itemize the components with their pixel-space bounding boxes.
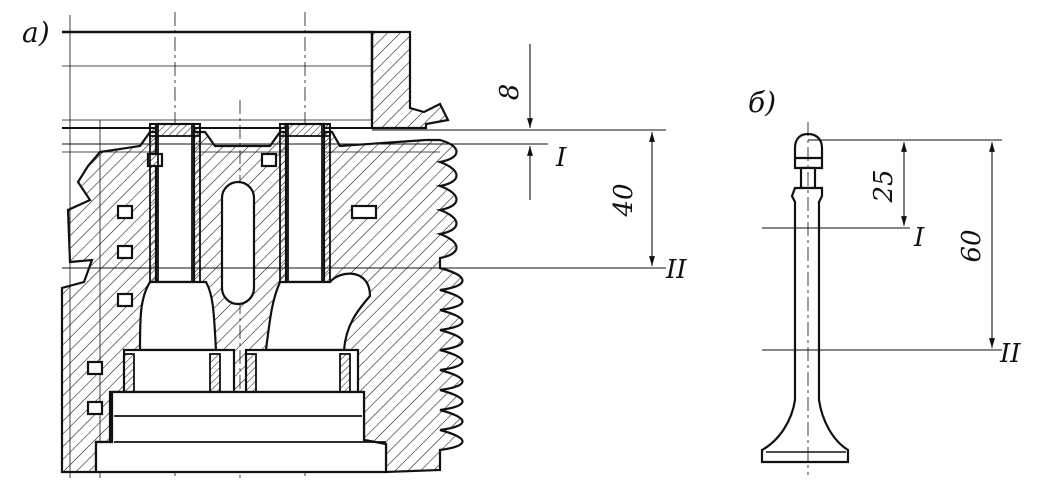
dimension-lines-a — [62, 44, 666, 269]
section-mark-I-a: I — [555, 143, 567, 173]
guide-bore-right — [284, 122, 326, 284]
guide-bore-left — [154, 122, 196, 284]
panel-label-b: б) — [748, 86, 776, 119]
valve-drawing: б) 25 60 I II — [748, 86, 1021, 475]
section-mark-II-a: II — [665, 255, 687, 285]
dimension-8: 8 — [495, 84, 525, 101]
flange-section — [370, 30, 450, 130]
valve-guides — [114, 123, 386, 443]
dimension-60: 60 — [957, 229, 987, 262]
section-mark-II-b: II — [999, 339, 1021, 369]
section-mark-I-b: I — [913, 223, 925, 253]
dimension-40: 40 — [609, 183, 639, 217]
combustion-chamber — [94, 390, 388, 474]
cylinder-head-section: а) — [22, 12, 687, 478]
upper-housing — [62, 30, 374, 129]
intake-port — [138, 280, 218, 352]
oil-slot — [220, 180, 256, 306]
dimension-lines-b — [762, 139, 1002, 351]
valve-outline — [760, 132, 850, 464]
dimension-25: 25 — [869, 169, 899, 203]
internal-cavities — [86, 122, 388, 474]
panel-label-a: а) — [22, 16, 50, 49]
exhaust-port — [264, 272, 372, 352]
